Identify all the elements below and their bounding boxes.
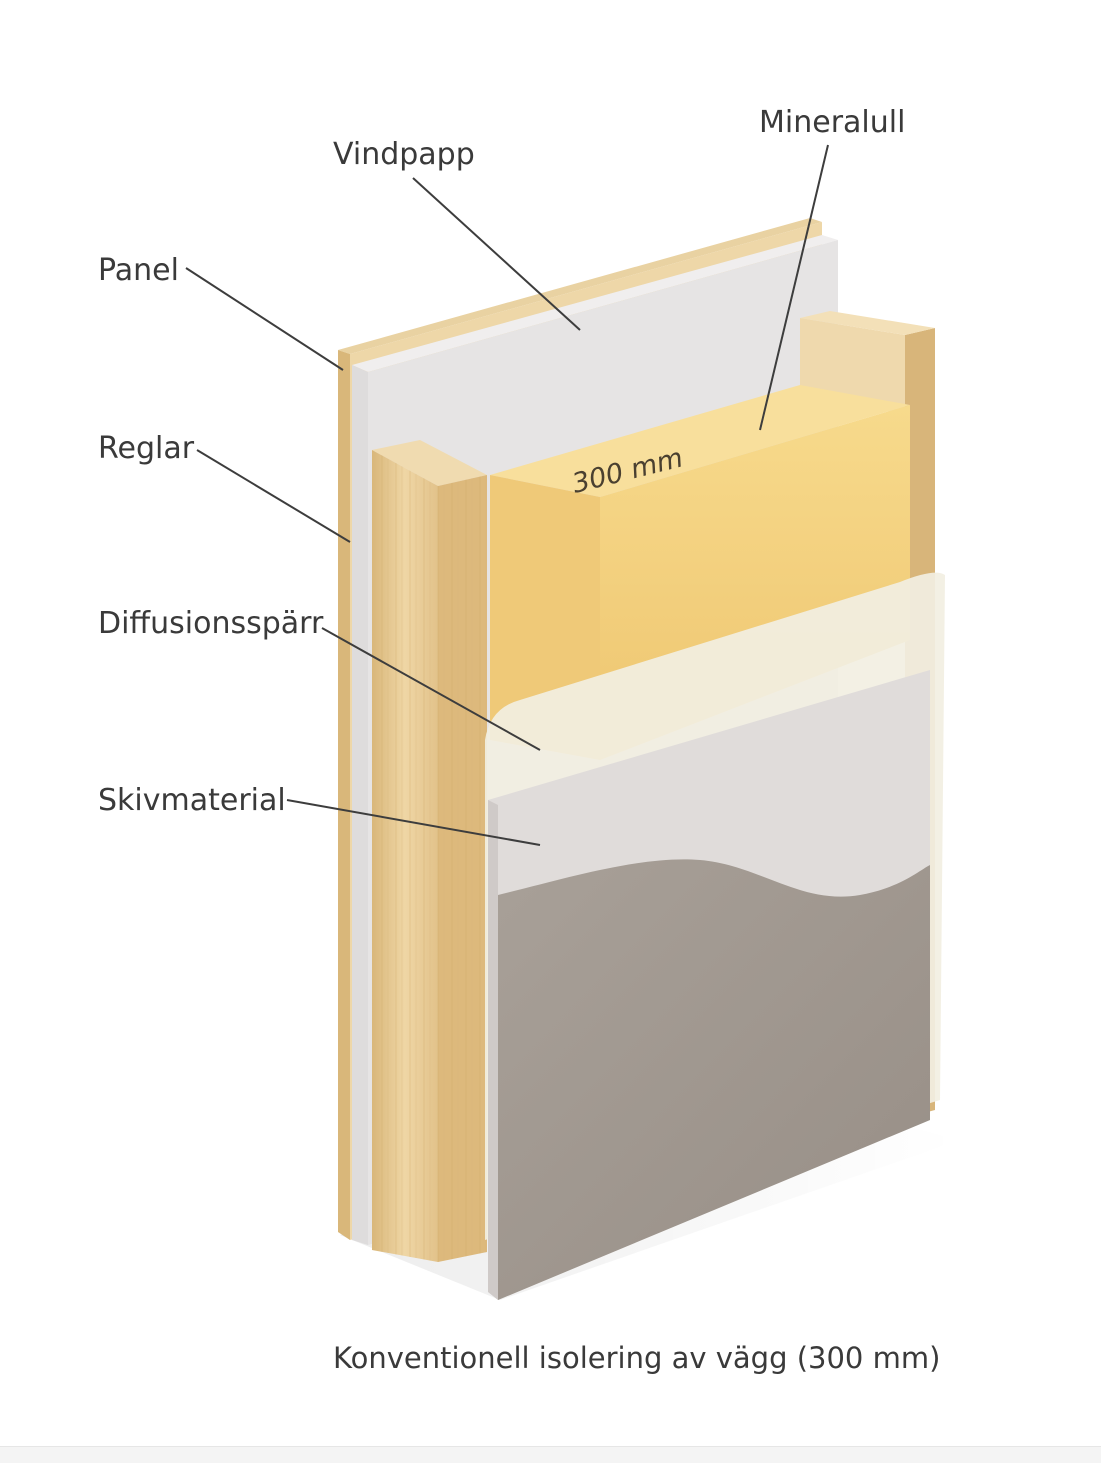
label-reglar: Reglar: [98, 431, 195, 466]
label-panel: Panel: [98, 253, 179, 288]
label-skivmaterial: Skivmaterial: [98, 783, 286, 818]
leader-diffusionsparr: [321, 627, 541, 751]
bottom-rule: [0, 1446, 1101, 1463]
label-mineralull: Mineralull: [759, 105, 905, 140]
leader-reglar: [196, 449, 351, 543]
label-vindpapp: Vindpapp: [333, 137, 475, 172]
leader-lines: [185, 144, 829, 846]
leader-panel: [185, 267, 344, 371]
leader-mineralull: [759, 144, 829, 431]
front-stud: [372, 440, 487, 1262]
label-diffusionsparr: Diffusionsspärr: [98, 606, 324, 641]
figure-caption: Konventionell isolering av vägg (300 mm): [333, 1341, 940, 1375]
leader-skivmaterial: [286, 799, 541, 846]
leader-vindpapp: [412, 177, 581, 331]
plaster-surface: [498, 859, 930, 1300]
